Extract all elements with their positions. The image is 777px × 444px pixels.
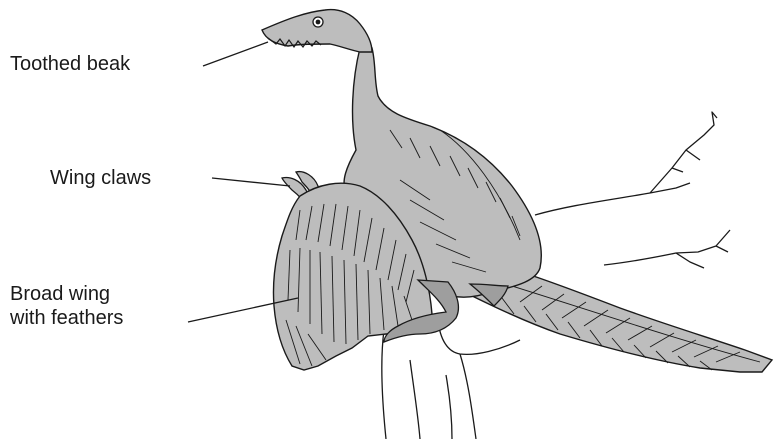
label-broad-wing: Broad wing with feathers	[10, 282, 123, 330]
label-wing-claws: Wing claws	[50, 166, 151, 190]
label-toothed-beak: Toothed beak	[10, 52, 130, 76]
head-shape	[262, 10, 372, 52]
leader-line-beak	[203, 42, 268, 66]
label-broad-wing-line1: Broad wing	[10, 282, 123, 306]
leader-line-claws	[212, 178, 290, 186]
label-broad-wing-line2: with feathers	[10, 306, 123, 330]
